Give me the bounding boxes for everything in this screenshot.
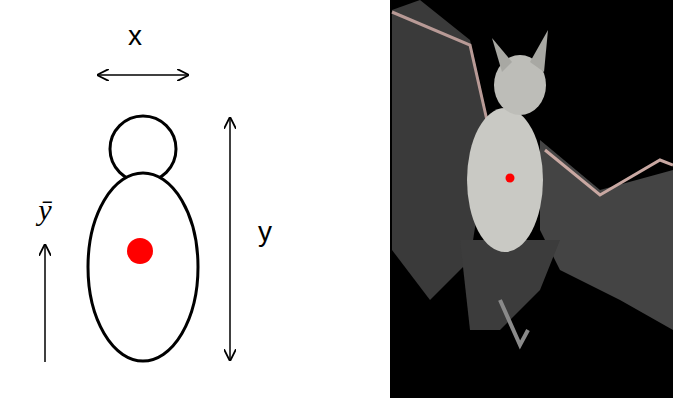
center-of-mass-dot: [506, 174, 515, 183]
dimension-label: x: [128, 22, 142, 50]
dimension-label: ȳ: [38, 195, 51, 225]
dimension-label: y: [258, 218, 272, 246]
tail-membrane: [460, 240, 560, 330]
bat-body: [467, 108, 543, 252]
width-arrow: [98, 74, 188, 76]
body-ellipse: [88, 173, 198, 361]
bat-photo: [390, 0, 673, 398]
centroid-height-arrow: [44, 245, 46, 362]
right-wing: [540, 140, 673, 330]
center-of-mass-dot: [127, 238, 153, 264]
height-arrow: [229, 118, 231, 360]
